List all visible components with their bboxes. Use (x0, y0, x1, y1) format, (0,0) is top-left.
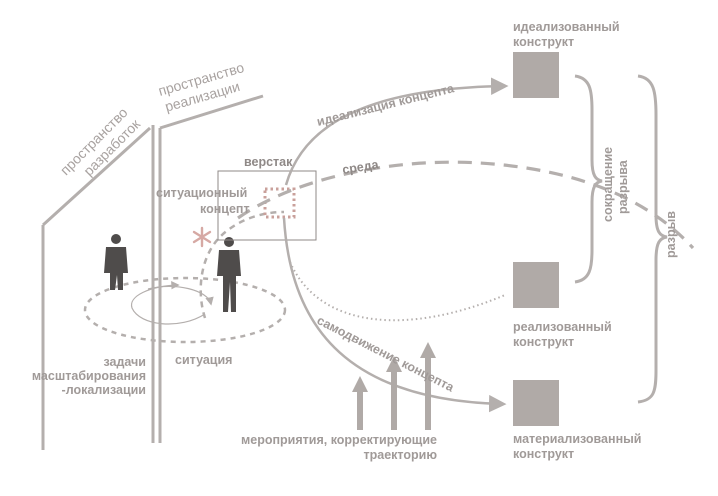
realized-construct-line-1: реализованный (513, 320, 612, 334)
realized-construct-line-2: конструкт (513, 335, 574, 349)
idealized-construct-line-1: идеализованный (513, 20, 620, 34)
environment-line (237, 160, 695, 250)
materialized-construct-line-1: материализованный (513, 432, 641, 446)
situation-label: ситуация (175, 353, 232, 367)
tasks-line-2: масштабирования (32, 369, 146, 383)
implementation-space-label: пространство реализации (156, 59, 246, 115)
situational-concept-line-1: ситуационный (156, 186, 247, 200)
situation-ellipse (83, 276, 287, 344)
corrective-arrows (352, 342, 436, 430)
measures-line-2: траекторию (363, 448, 437, 462)
idealized-construct-line-2: конструкт (513, 35, 574, 49)
materialized-construct-line-2: конструкт (513, 447, 574, 461)
measures-line-1: мероприятия, корректирующие (241, 433, 437, 447)
rotation-arrow (131, 281, 206, 325)
materialized-construct-box (513, 380, 559, 426)
development-space-wall (41, 126, 152, 450)
concept-idealization-label: идеализация концепта (315, 81, 456, 129)
asterisk-icon (192, 226, 212, 248)
situational-concept-line-2: концепт (200, 202, 250, 216)
implementer-figure (217, 237, 241, 312)
realization-dotted-curve (289, 261, 506, 322)
gap-label: разрыв (664, 211, 678, 258)
workbench-box (217, 170, 317, 241)
self-motion-arrow (282, 217, 507, 413)
tasks-line-1: задачи (103, 355, 146, 369)
situational-concept-square (263, 187, 296, 219)
tasks-line-3: -локализации (62, 383, 146, 397)
idealization-arrow (284, 77, 509, 186)
gap-brace (637, 74, 668, 404)
gap-reduction-brace (574, 74, 603, 284)
implementation-space-wall (151, 94, 264, 443)
workbench-label: верстак (244, 155, 293, 169)
rotation-arrow-2 (147, 285, 214, 306)
gap-reduction-line-2: разрыва (616, 159, 630, 214)
realized-construct-box (513, 262, 559, 308)
idealized-construct-box (513, 52, 559, 98)
environment-label: среда (341, 157, 380, 177)
situation-to-workbench-arrow (199, 210, 285, 319)
gap-reduction-label: сокращение разрыва (601, 147, 630, 222)
gap-reduction-line-1: сокращение (601, 147, 615, 222)
developer-figure (104, 234, 128, 290)
